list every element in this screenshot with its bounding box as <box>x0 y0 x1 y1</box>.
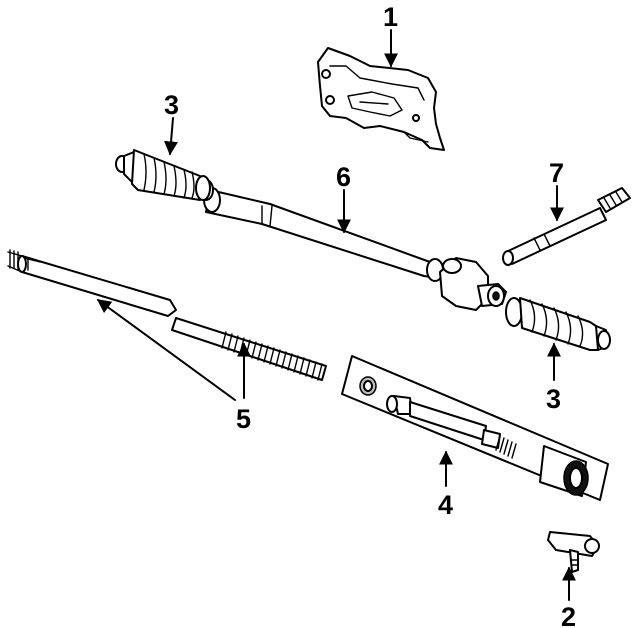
callout-3-right: 3 <box>546 384 561 414</box>
boot-right-part <box>505 297 611 351</box>
callout-2: 2 <box>561 602 576 628</box>
callout-4: 4 <box>438 490 453 520</box>
leader-lines <box>96 29 576 601</box>
callout-5: 5 <box>236 404 251 434</box>
callout-1: 1 <box>383 2 398 32</box>
tie-rod-end-part <box>547 531 600 573</box>
pinion-shaft-part <box>502 187 631 266</box>
tie-rod-kit-part <box>341 355 609 501</box>
leader-line-3-top <box>164 117 179 156</box>
leader-line-5a <box>96 299 236 401</box>
steering-rack-part <box>7 249 327 381</box>
callout-7: 7 <box>549 158 564 188</box>
mounting-bracket-part <box>317 47 445 151</box>
rack-housing-part <box>198 179 507 311</box>
boot-left-part <box>115 149 211 201</box>
callout-3-top: 3 <box>164 90 179 120</box>
callout-6: 6 <box>336 162 351 192</box>
